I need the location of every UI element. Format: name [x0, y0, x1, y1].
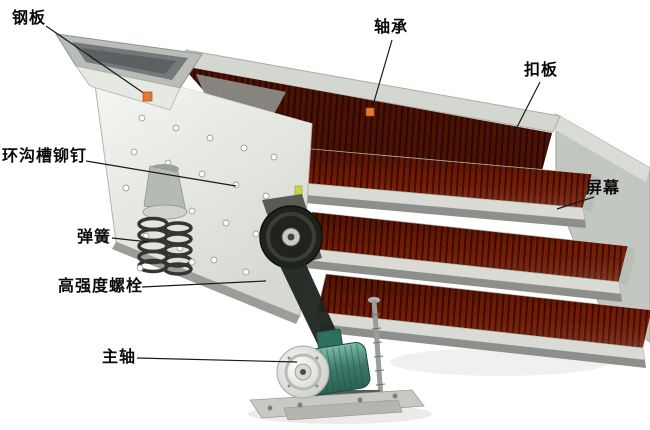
- top-rim: [178, 49, 561, 178]
- rivet-dots: [122, 114, 280, 276]
- screen-decks: [290, 147, 650, 368]
- leader-high-strength-bolt: [141, 280, 267, 288]
- label-main-shaft: 主轴: [102, 347, 137, 366]
- marker-steel-plate: [142, 91, 153, 102]
- leader-bearing: [370, 39, 393, 113]
- leader-screen: [556, 196, 595, 210]
- leader-main-shaft: [136, 357, 298, 363]
- leader-lines: [45, 25, 595, 363]
- label-steel-plate: 钢板: [12, 8, 47, 27]
- label-spring: 弹簧: [77, 227, 112, 246]
- leader-ring-groove-rivet: [85, 160, 237, 187]
- label-screen: 屏幕: [586, 178, 621, 197]
- panel-edge-marker: [294, 185, 303, 196]
- marker-bearing: [365, 107, 375, 117]
- discharge-spout: [142, 164, 188, 220]
- leader-buckle-plate: [510, 81, 541, 140]
- label-buckle-plate: 扣板: [524, 60, 559, 79]
- main-shaft-pulley: [259, 194, 323, 269]
- spring-bolts: [136, 258, 196, 272]
- motor: [276, 328, 371, 399]
- label-ring-groove-rivet: 环沟槽铆钉: [2, 146, 88, 165]
- feed-hopper: [55, 33, 203, 111]
- leader-steel-plate: [45, 25, 149, 97]
- label-bearing: 轴承: [374, 17, 409, 36]
- callout-markers: [142, 91, 375, 117]
- base-frame: [249, 389, 425, 421]
- adjusting-rod: [367, 296, 386, 399]
- leader-spring: [111, 237, 150, 243]
- label-high-strength-bolt: 高强度螺栓: [58, 276, 144, 295]
